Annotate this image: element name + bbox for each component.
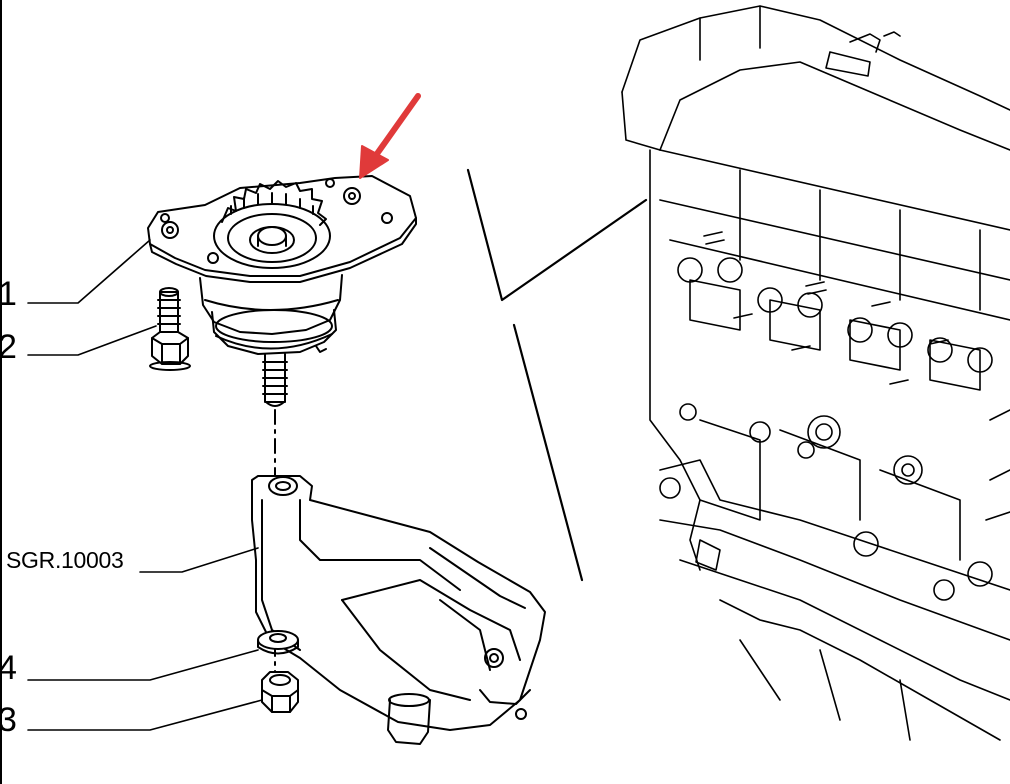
leader-lines	[27, 239, 263, 731]
break-line	[466, 168, 648, 582]
washer	[257, 630, 299, 655]
callout-subgroup-ref: SGR.10003	[6, 547, 124, 573]
callout-part-2: 2	[0, 328, 17, 366]
highlight-arrow	[359, 93, 421, 179]
callout-part-4: 4	[0, 649, 17, 687]
engine-block	[621, 5, 1010, 741]
callout-part-1: 1	[0, 275, 17, 313]
support-bracket	[251, 475, 546, 745]
left-border	[0, 0, 2, 784]
bolt	[149, 287, 191, 371]
callout-part-3: 3	[0, 701, 17, 739]
nut	[261, 671, 299, 713]
engine-mount	[147, 175, 417, 407]
